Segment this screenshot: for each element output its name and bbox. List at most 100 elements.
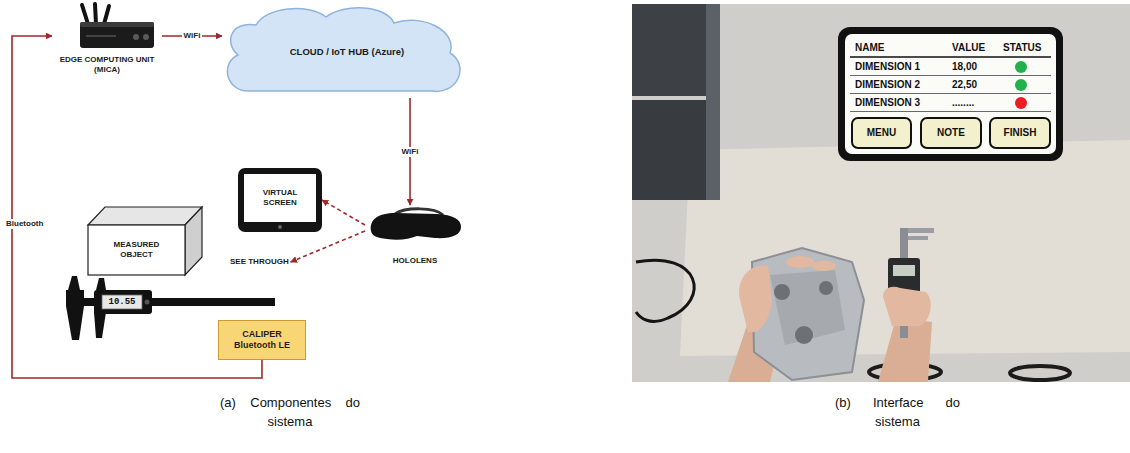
connector-label: WiFi [400, 147, 421, 157]
cabinet [632, 4, 718, 96]
node-label: FINISH [1004, 127, 1037, 139]
antenna [82, 5, 88, 24]
table-rule [850, 93, 1051, 94]
status-dot [1015, 79, 1027, 91]
node-label: MEASURED OBJECT [104, 240, 170, 260]
node-label: NOTE [937, 127, 965, 139]
node-outline [365, 205, 465, 245]
table-rule [850, 56, 1051, 58]
node-label: Bluetooth LE [234, 340, 290, 351]
part-hole [795, 326, 813, 344]
figure-caption: (b) Interface do sistema [835, 393, 960, 431]
tablet-button [278, 225, 282, 229]
node-label: MENU [867, 127, 896, 139]
caliper-display [102, 295, 142, 309]
box-front [88, 225, 185, 275]
status-dot [1015, 61, 1027, 73]
caliper-button [145, 300, 150, 305]
caliper-slider-upper-jaw [96, 278, 106, 290]
figure-caption: (a) Componentes do sistema [220, 393, 360, 431]
tablet-screen [244, 174, 316, 222]
antenna [104, 6, 109, 24]
projection-arrow [291, 231, 365, 262]
panel-frame [838, 27, 1063, 161]
metal-part-ridge [770, 270, 845, 345]
text-block: CALIPERBluetooth LE [219, 321, 305, 359]
text-block: EDGE COMPUTING UNIT (MICA) [52, 50, 162, 80]
node-outline [52, 2, 162, 50]
caliper-tag: CALIPERBluetooth LE [218, 320, 306, 360]
table-rule [850, 75, 1051, 76]
tablet-bezel [238, 168, 322, 232]
finger [812, 261, 836, 271]
cable [636, 260, 694, 321]
hand [883, 287, 931, 326]
photo-floor [632, 4, 1130, 382]
note-button: NOTE [920, 117, 982, 149]
edge-computing-unit: EDGE COMPUTING UNIT (MICA) [52, 2, 162, 80]
antenna [95, 4, 96, 24]
caliper-slider [94, 290, 152, 314]
table-cell: 18,00 [952, 61, 977, 73]
table-header: NAME [855, 42, 884, 54]
table-rule [850, 111, 1051, 112]
display-reading: 10.55 [102, 295, 142, 309]
table-header: STATUS [1003, 42, 1042, 54]
node-label: VIRTUAL SCREEN [245, 188, 315, 208]
text-block: FINISH [991, 119, 1049, 147]
device-port [133, 34, 139, 40]
node-label: SEE THROUGH [230, 257, 289, 267]
table-cell: 22,50 [952, 79, 977, 91]
text-block: HOLOLENS [365, 249, 465, 273]
measured-object: MEASURED OBJECT [86, 205, 204, 277]
caliper-fixed-jaw [66, 290, 84, 340]
finish-button: FINISH [989, 117, 1051, 149]
cabinet-edge [706, 4, 720, 200]
device-top [80, 22, 154, 27]
node-label: HOLOLENS [393, 256, 437, 266]
cardboard-sheet [680, 140, 1130, 356]
photo [632, 4, 1130, 382]
part-hole [819, 281, 833, 295]
table-cell: ........ [952, 97, 974, 109]
table-cell: DIMENSION 2 [855, 79, 920, 91]
see-through-target: SEE THROUGH [228, 256, 291, 268]
box-top [88, 207, 202, 225]
cloud-hub: CLOUD / IoT HUB (Azure) [222, 3, 472, 98]
hand [739, 265, 772, 332]
box-side [185, 207, 202, 275]
text-block: MEASURED OBJECT [90, 227, 183, 273]
cable-coil [1010, 366, 1070, 380]
menu-button: MENU [851, 117, 912, 149]
connector-label: Bluetooth [4, 219, 45, 229]
table-header: VALUE [952, 42, 985, 54]
projection-arrow [322, 200, 365, 225]
cloud-outline [227, 8, 460, 92]
photo-caliper-jaw [908, 228, 934, 233]
text-block: SEE THROUGH [230, 257, 289, 267]
device-body [80, 22, 154, 48]
caliper-slider-jaw [94, 312, 106, 338]
node-label: CALIPER [242, 329, 282, 340]
text-block: MENU [853, 119, 910, 147]
caliper-upper-jaw [68, 276, 80, 290]
table-cell: DIMENSION 3 [855, 97, 920, 109]
text-block: CLOUD / IoT HUB (Azure) [242, 17, 452, 87]
visor-lens [371, 213, 461, 240]
ar-panel [838, 27, 1063, 161]
panel-screen [845, 34, 1056, 154]
photo-caliper-display [893, 265, 915, 276]
virtual-screen: VIRTUAL SCREEN [238, 168, 322, 232]
part-hole [774, 284, 790, 300]
text-block: NOTE [922, 119, 980, 147]
connector-label: WiFi [182, 31, 203, 41]
cabinet [632, 100, 718, 200]
device-vent [86, 35, 116, 37]
node-label: EDGE COMPUTING UNIT (MICA) [52, 55, 162, 75]
hololens-headset: HOLOLENS [365, 205, 465, 275]
device-port [143, 34, 149, 40]
finger [786, 256, 814, 268]
